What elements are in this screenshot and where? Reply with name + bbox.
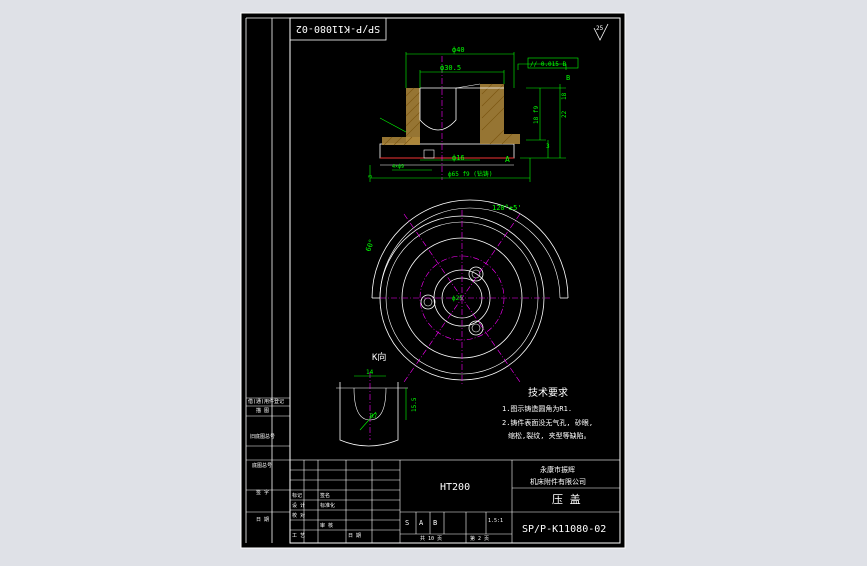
dim-tolerance: // 0.015 B — [530, 61, 567, 68]
tech-requirements: 技术要求 1.图示铸造圆角为R1. 2.铸件表面没无气孔, 砂眼, 缩松,裂纹,… — [502, 386, 593, 440]
dim-phi16: ф16 — [452, 154, 465, 162]
dim-phi30-5: ф30.5 — [440, 64, 461, 72]
svg-text:25: 25 — [596, 25, 604, 32]
strip-label-1: 借(通)用件登记 — [248, 398, 284, 405]
row-sign: 签名 — [320, 492, 330, 499]
stage-a: A — [419, 519, 424, 527]
plan-view — [371, 199, 569, 386]
dim-chamfer: 4×ф9 — [392, 164, 404, 170]
stage-b: B — [433, 519, 437, 527]
title-part-name: 压 盖 — [552, 492, 581, 506]
tech-title: 技术要求 — [528, 386, 568, 399]
left-strip — [246, 397, 290, 513]
row-mark-count: 标记 — [292, 492, 302, 499]
drawing-sheet — [240, 12, 626, 549]
dim-bore: ф25 — [452, 295, 463, 302]
dim-base-3: 3 — [368, 175, 374, 178]
tolerance-frame — [527, 57, 579, 69]
datum-b: B — [566, 74, 570, 82]
dim-k-14: 14 — [366, 369, 374, 376]
row-check: 校 对 — [292, 512, 305, 519]
row-approve: 审 核 — [320, 522, 333, 529]
tech-line-2: 2.铸件表面没无气孔, 砂眼, — [502, 418, 593, 427]
title-drawing-no: SP/P-K11080-02 — [522, 524, 606, 535]
dim-angle-120: 120°±5' — [492, 204, 522, 212]
section-hatch-left — [406, 88, 420, 144]
dim-k-r: R7 — [370, 413, 378, 420]
title-block — [289, 459, 621, 544]
title-company-1: 永康市振辉 — [540, 465, 575, 474]
strip-label-3: 旧底图总号 — [250, 433, 275, 440]
title-material: HT200 — [440, 482, 470, 493]
k-view — [336, 372, 408, 447]
dim-side-18: 18 — [561, 92, 568, 100]
dim-side-22: 22 — [561, 110, 568, 118]
row-std: 标准化 — [320, 502, 335, 509]
dim-side-3: 3 — [546, 143, 550, 150]
section-hatch-right — [480, 84, 504, 134]
tech-line-1: 1.图示铸造圆角为R1. — [502, 404, 572, 413]
page-sheet: 第 2 页 — [470, 535, 489, 542]
dim-phi40: ф40 — [452, 46, 465, 54]
roughness-symbol: 25 — [593, 23, 609, 41]
strip-label-5: 签 字 — [256, 489, 269, 496]
page-total: 共 10 页 — [420, 535, 442, 542]
dim-phi65: ф65 f9 (钻铸) — [448, 170, 493, 178]
title-company-2: 机床附件有限公司 — [530, 477, 586, 486]
strip-label-2: 描 图 — [256, 407, 269, 414]
section-dimensions — [369, 52, 567, 182]
strip-label-6: 日 期 — [256, 517, 269, 523]
row-design: 设 计 — [292, 502, 305, 509]
dim-side-fit: 18 f9 — [533, 106, 540, 124]
dim-k-15-5: 15.5 — [411, 397, 418, 412]
row-date: 日 期 — [348, 533, 361, 539]
stage-s: S — [405, 519, 409, 527]
section-view — [379, 56, 520, 180]
row-process: 工 艺 — [292, 533, 305, 539]
title-scale: 1.5:1 — [488, 518, 503, 524]
datum-a: A — [505, 155, 510, 164]
tech-line-3: 缩松,裂纹, 夹型等缺陷。 — [508, 431, 591, 440]
k-view-label: K向 — [372, 351, 386, 363]
rotated-drawing-code: SP/P-K11080-02 — [296, 23, 380, 34]
strip-label-4: 底图总号 — [252, 462, 272, 469]
dim-angle-60: 60° — [364, 238, 376, 253]
